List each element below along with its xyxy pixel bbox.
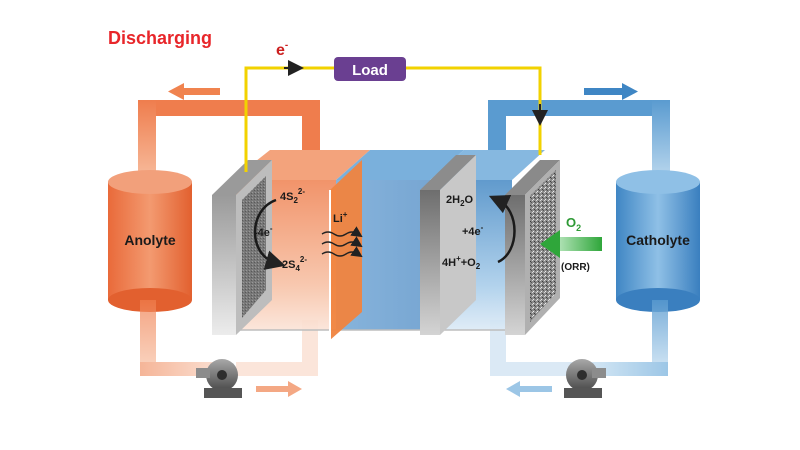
catholyte-bottom-pipe bbox=[490, 300, 668, 376]
anolyte-pump bbox=[196, 359, 242, 398]
catholyte-flow-arrow-bottom bbox=[506, 381, 552, 397]
cathode-frame bbox=[420, 155, 476, 335]
anode-reactant: 4S22- bbox=[280, 187, 305, 205]
external-wire bbox=[244, 60, 548, 172]
catholyte-pump bbox=[564, 359, 606, 398]
catholyte-tank: Catholyte bbox=[616, 170, 700, 312]
anode-electrons: -4e- bbox=[254, 224, 273, 239]
anolyte-flow-arrow-bottom bbox=[256, 381, 302, 397]
cathode-reactant: 4H++O2 bbox=[442, 254, 481, 271]
oxygen-label: O2 bbox=[566, 215, 581, 233]
cathode-electrons: +4e- bbox=[462, 223, 484, 238]
oxygen-supply: O2 (ORR) bbox=[540, 215, 602, 273]
anode-curved-arrow bbox=[253, 198, 286, 270]
cathode-reaction: 2H2O +4e- 4H++O2 bbox=[442, 194, 516, 271]
oxygen-arrow bbox=[556, 237, 602, 251]
cell-body bbox=[232, 150, 545, 331]
ion-transport: Li+ bbox=[321, 210, 363, 258]
cathode-electrode bbox=[505, 160, 560, 335]
cathode-curved-arrow bbox=[488, 195, 516, 264]
load-label: Load bbox=[352, 62, 388, 79]
anode-reaction: 4S22- -4e- 2S42- bbox=[253, 187, 307, 273]
diagram-title: Discharging bbox=[108, 28, 213, 48]
cathode-product: 2H2O bbox=[446, 194, 474, 208]
catholyte-label: Catholyte bbox=[626, 232, 690, 248]
anolyte-tank: Anolyte bbox=[108, 170, 192, 312]
anolyte-label: Anolyte bbox=[124, 232, 176, 248]
catholyte-flow-arrow-top bbox=[584, 83, 638, 100]
electron-label: e- bbox=[276, 40, 288, 59]
anode-electrode bbox=[212, 160, 272, 335]
anolyte-flow-arrow-top bbox=[168, 83, 220, 100]
orr-label: (ORR) bbox=[561, 262, 590, 273]
membrane bbox=[329, 160, 362, 340]
load-box: Load bbox=[334, 57, 406, 81]
ion-label: Li+ bbox=[333, 210, 348, 225]
